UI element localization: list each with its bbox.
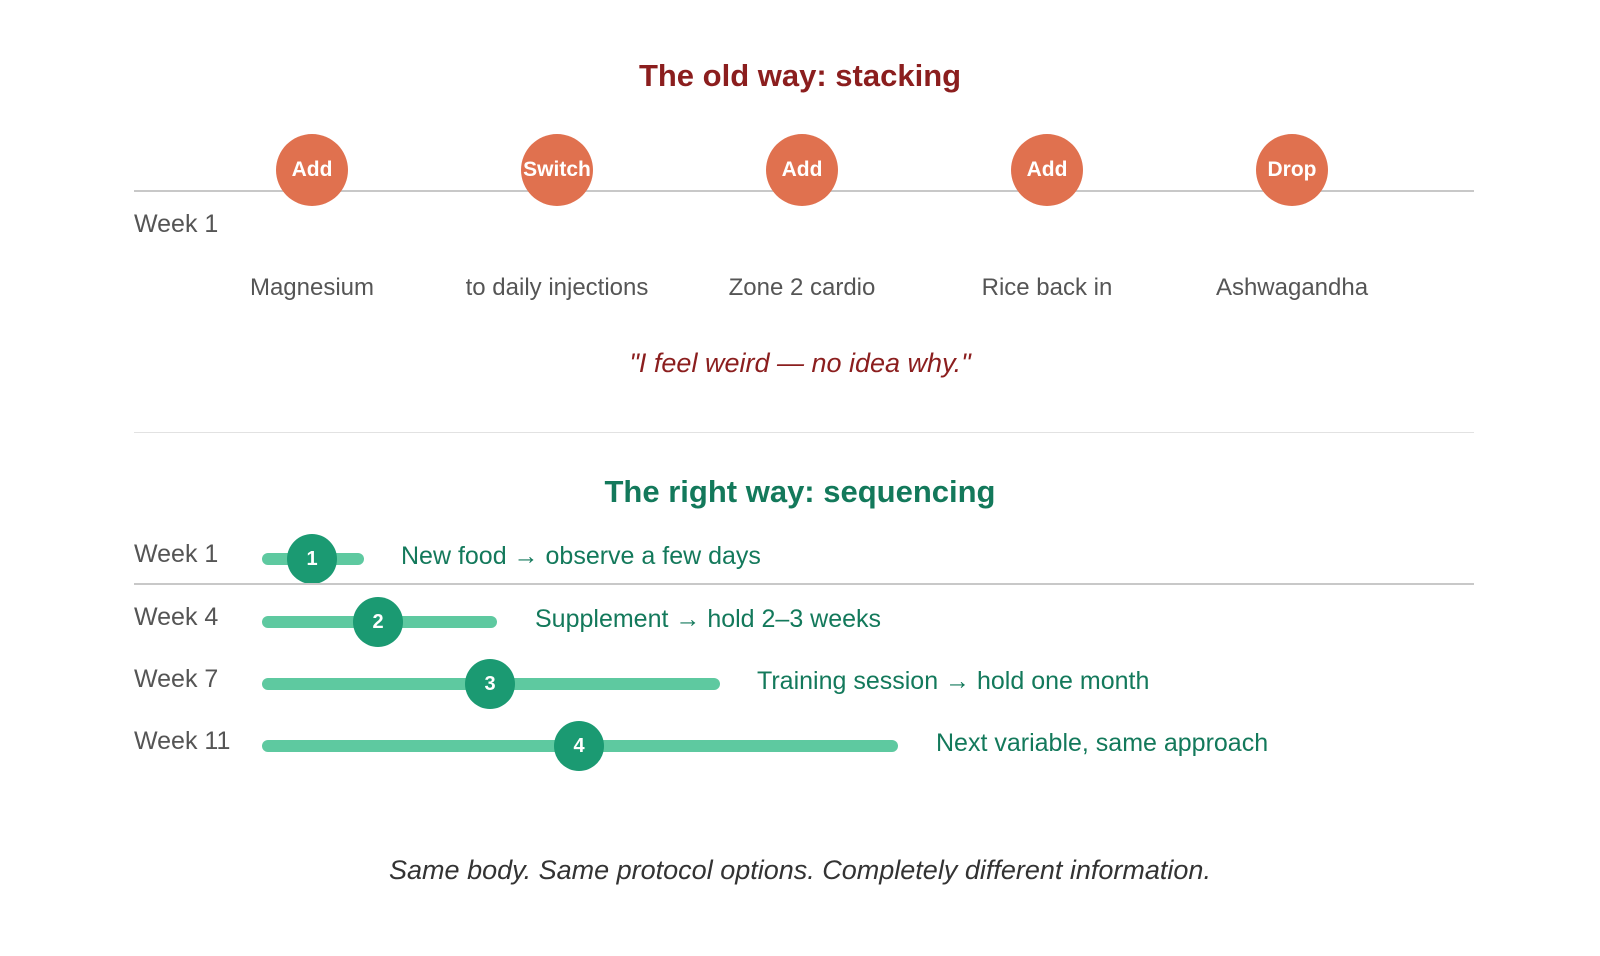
event-action-marker: Switch — [521, 134, 593, 206]
sequence-step: Week 1 1 New food → observe a few days — [0, 534, 1600, 584]
old-way-event: Add Rice back in — [917, 134, 1177, 344]
sequence-step: Week 11 4 Next variable, same approach — [0, 721, 1600, 771]
step-description: Supplement → hold 2–3 weeks — [535, 605, 882, 633]
old-way-week-label: Week 1 — [134, 210, 219, 238]
old-way-title: The old way: stacking — [638, 58, 962, 93]
event-label: Rice back in — [981, 274, 1113, 301]
step-description: New food → observe a few days — [401, 542, 761, 570]
right-way-title: The right way: sequencing — [604, 474, 996, 509]
step-number-marker: 4 — [554, 721, 604, 771]
event-label: Ashwagandha — [1215, 274, 1369, 301]
old-way-quote: "I feel weird — no idea why." — [629, 348, 971, 378]
event-action-marker: Drop — [1256, 134, 1328, 206]
old-way-event: Switch to daily injections — [427, 134, 687, 344]
step-number-marker: 1 — [287, 534, 337, 584]
footer-caption: Same body. Same protocol options. Comple… — [389, 855, 1211, 885]
step-number-marker: 3 — [465, 659, 515, 709]
right-way-timeline-axis — [134, 583, 1474, 585]
event-label: Zone 2 cardio — [728, 274, 876, 301]
step-description: Next variable, same approach — [936, 729, 1269, 757]
old-way-event: Add Magnesium — [182, 134, 442, 344]
sequence-step: Week 4 2 Supplement → hold 2–3 weeks — [0, 597, 1600, 647]
step-week-label: Week 11 — [134, 727, 231, 755]
event-action-marker: Add — [276, 134, 348, 206]
old-way-event: Drop Ashwagandha — [1162, 134, 1422, 344]
section-divider — [134, 432, 1474, 433]
step-description: Training session → hold one month — [757, 667, 1150, 695]
event-action-marker: Add — [1011, 134, 1083, 206]
step-week-label: Week 1 — [134, 540, 219, 568]
step-number-marker: 2 — [353, 597, 403, 647]
old-way-event: Add Zone 2 cardio — [672, 134, 932, 344]
event-label: Magnesium — [249, 274, 375, 301]
event-action-marker: Add — [766, 134, 838, 206]
step-week-label: Week 4 — [134, 603, 219, 631]
sequence-step: Week 7 3 Training session → hold one mon… — [0, 659, 1600, 709]
step-week-label: Week 7 — [134, 665, 219, 693]
event-label: to daily injections — [465, 274, 649, 301]
